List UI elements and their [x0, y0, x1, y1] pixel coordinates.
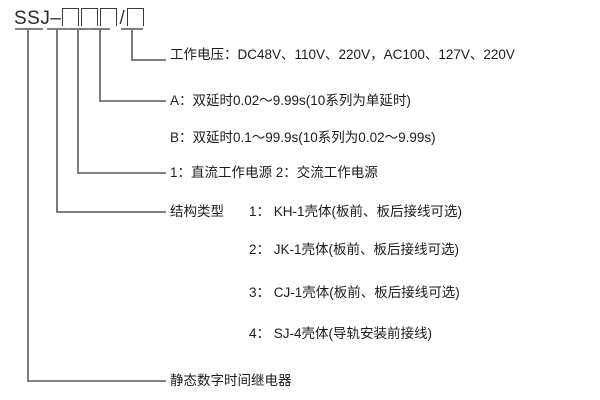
leader-working-voltage: [131, 29, 166, 61]
leader-product-name: [27, 29, 166, 382]
leader-delay: [99, 29, 166, 102]
annotation-working-voltage: 工作电压：DC48V、110V、220V，AC100、127V、220V: [170, 47, 515, 62]
model-code-dash: –: [50, 8, 62, 29]
model-code: SSJ– /: [14, 8, 145, 30]
model-code-box-1: [62, 8, 80, 26]
model-code-prefix: SSJ: [14, 8, 51, 29]
annotation-structure-3: 3： CJ-1壳体(板前、板后接线可选): [249, 285, 460, 300]
model-code-box-3: [100, 8, 118, 26]
model-code-box-4: [127, 8, 145, 26]
annotation-delay-b: B：双延时0.1～99.9s(10系列为0.02～9.99s): [170, 130, 436, 145]
annotation-structure-4: 4： SJ-4壳体(导轨安装前接线): [249, 326, 433, 341]
model-code-box-2: [81, 8, 99, 26]
annotation-delay-a: A：双延时0.02～9.99s(10系列为单延时): [170, 93, 411, 108]
annotation-product-name: 静态数字时间继电器: [170, 373, 292, 388]
annotation-structure-type: 结构类型: [170, 204, 224, 219]
model-code-slash: /: [119, 8, 126, 29]
annotation-structure-1: 1： KH-1壳体(板前、板后接线可选): [249, 204, 463, 219]
annotation-power-source: 1：直流工作电源 2：交流工作电源: [170, 165, 378, 180]
annotation-structure-2: 2： JK-1壳体(板前、板后接线可选): [249, 242, 460, 257]
leader-structure-type: [56, 29, 166, 213]
leader-power-source: [77, 29, 166, 174]
